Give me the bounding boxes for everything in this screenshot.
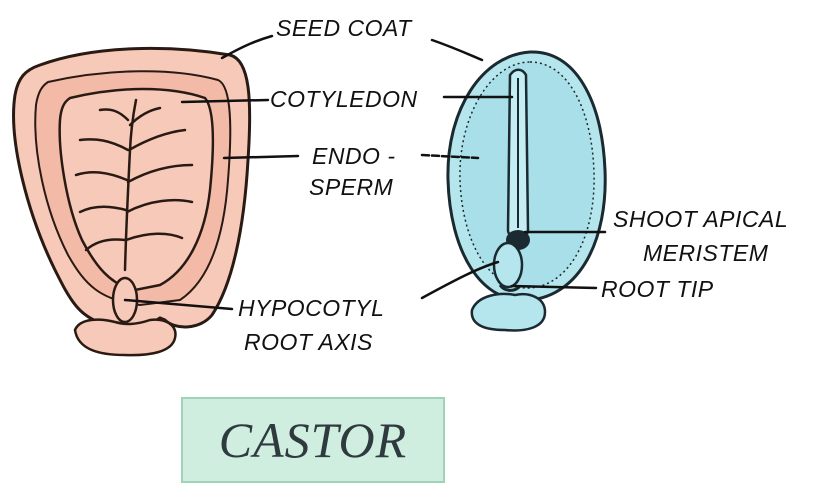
- label-root-axis: ROOT AXIS: [244, 329, 373, 355]
- label-meristem: MERISTEM: [643, 240, 769, 266]
- diagram-title: CASTOR: [218, 412, 408, 468]
- leader-hypocotyl-right: [420, 260, 500, 300]
- leader-seed-coat-left: [220, 34, 274, 60]
- label-hypocotyl: HYPOCOTYL: [238, 295, 385, 321]
- right-hypocotyl: [492, 241, 524, 289]
- label-cotyledon: COTYLEDON: [270, 86, 418, 112]
- leader-seed-coat-right: [430, 38, 484, 62]
- label-sperm: SPERM: [309, 174, 394, 200]
- title-box: CASTOR: [181, 397, 445, 483]
- cotyledon-veins: [74, 98, 194, 272]
- right-caruncle: [470, 292, 547, 332]
- leader-cotyledon-left: [180, 98, 270, 104]
- leader-endosperm-left: [222, 154, 300, 160]
- left-seed-section: [12, 46, 252, 357]
- left-caruncle: [73, 318, 177, 357]
- leader-hypocotyl-left: [123, 298, 234, 311]
- label-seed-coat: SEED COAT: [276, 15, 412, 41]
- leader-endosperm-right: [420, 153, 480, 160]
- leader-lines: [123, 34, 607, 311]
- label-root-tip: ROOT TIP: [601, 276, 714, 302]
- label-endo: ENDO -: [312, 143, 396, 169]
- label-shoot-apical: SHOOT APICAL: [613, 206, 789, 232]
- leader-root-tip: [510, 284, 598, 290]
